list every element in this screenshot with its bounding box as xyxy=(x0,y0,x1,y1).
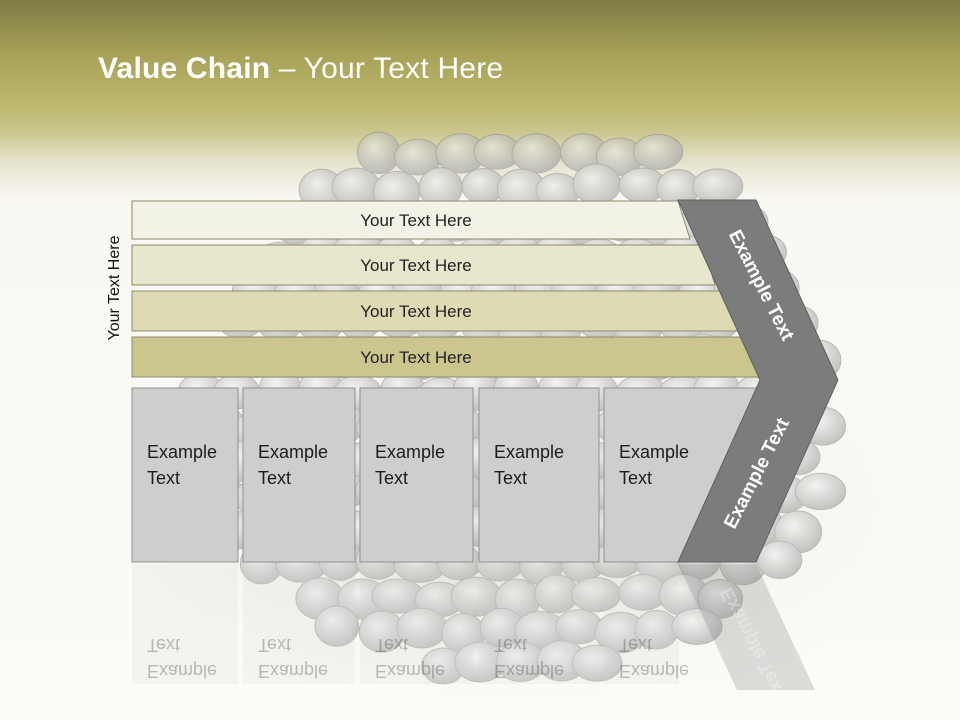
drupelet-shape xyxy=(632,133,684,170)
title-bold: Value Chain xyxy=(98,52,271,85)
chevron-arrow xyxy=(677,199,839,563)
column-box xyxy=(478,387,600,563)
column-reflection xyxy=(360,564,473,684)
row-label: Your Text Here xyxy=(360,348,472,367)
drupelet-shape xyxy=(757,540,803,580)
row-bar xyxy=(131,244,716,286)
drupelet-shape xyxy=(671,608,723,645)
drupelet-shape xyxy=(794,472,847,511)
column-box xyxy=(131,387,239,563)
page-title: Value Chain – Your Text Here xyxy=(98,52,503,86)
row-label: Your Text Here xyxy=(360,256,472,275)
column-reflection xyxy=(243,564,355,684)
column-box xyxy=(242,387,356,563)
drupelet-shape xyxy=(314,605,360,647)
column-reflection xyxy=(604,564,679,684)
row-label: Your Text Here xyxy=(360,302,472,321)
column-box xyxy=(359,387,474,563)
row-label: Your Text Here xyxy=(360,211,472,230)
drupelet-shape xyxy=(697,578,744,619)
drupelet-shape xyxy=(571,644,623,682)
title-rest: – Your Text Here xyxy=(270,52,504,85)
chevron-reflection xyxy=(678,564,815,690)
column-reflection xyxy=(479,564,599,684)
column-reflection xyxy=(132,564,238,684)
row-bar xyxy=(131,200,691,240)
